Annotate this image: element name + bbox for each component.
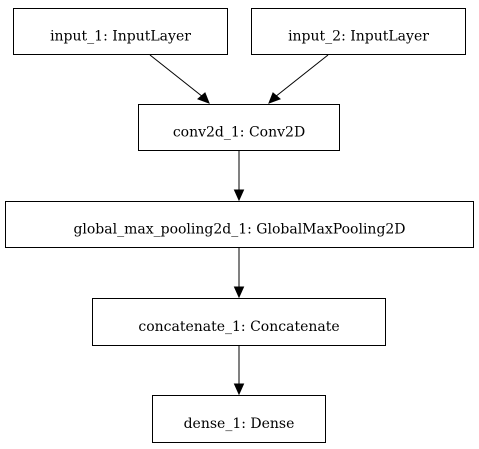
edge-concatenate-1-to-dense-1 — [233, 346, 245, 396]
node-global-max-pooling2d-1: global_max_pooling2d_1: GlobalMaxPooling… — [5, 201, 474, 248]
edges-layer — [149, 54, 329, 396]
edge-conv2d-1-to-global-max-pooling2d-1 — [233, 151, 245, 202]
node-conv2d-1: conv2d_1: Conv2D — [138, 104, 340, 151]
edge-global-max-pooling2d-1-to-concatenate-1 — [233, 248, 245, 299]
edge-input-2-to-conv2d-1 — [268, 54, 329, 104]
nodes-layer: input_1: InputLayer input_2: InputLayer … — [5, 8, 474, 443]
node-concatenate-1: concatenate_1: Concatenate — [92, 298, 386, 346]
node-label-input-2: input_2: InputLayer — [288, 29, 429, 45]
edge-input-1-to-conv2d-1 — [149, 54, 210, 104]
node-input-2: input_2: InputLayer — [251, 8, 466, 55]
node-label-conv2d-1: conv2d_1: Conv2D — [173, 125, 305, 141]
node-label-global-max-pooling2d-1: global_max_pooling2d_1: GlobalMaxPooling… — [73, 222, 405, 238]
node-input-1: input_1: InputLayer — [13, 8, 228, 55]
node-label-concatenate-1: concatenate_1: Concatenate — [138, 319, 339, 335]
node-label-input-1: input_1: InputLayer — [50, 29, 191, 45]
node-label-dense-1: dense_1: Dense — [184, 416, 295, 432]
node-dense-1: dense_1: Dense — [152, 395, 326, 443]
